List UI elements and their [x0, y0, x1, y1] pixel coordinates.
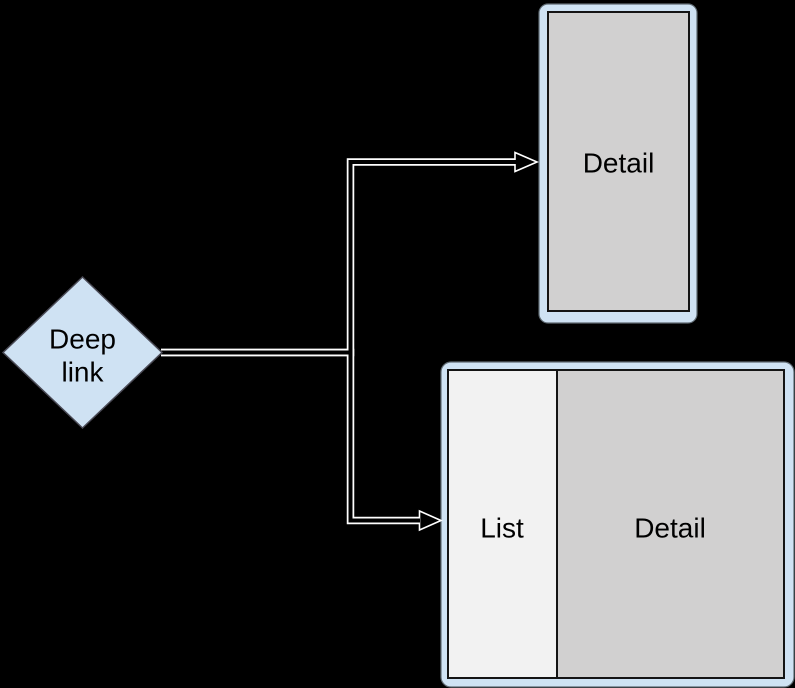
deep-link-label-line2: link — [61, 357, 104, 388]
connectors — [161, 151, 540, 532]
deep-link-node — [1, 275, 164, 430]
detail-screen-label: Detail — [583, 148, 655, 179]
detail-pane-label: Detail — [634, 513, 706, 544]
deep-link-node-group: Deep link — [1, 275, 164, 430]
detail-screen: Detail — [538, 3, 698, 324]
connector-to-list-detail-core — [161, 350, 420, 523]
detail-screen-content — [547, 11, 690, 312]
connector-to-detail-core — [161, 160, 516, 355]
connector-to-list-detail-outline — [161, 348, 420, 525]
arrowhead-to-detail — [514, 151, 540, 173]
list-pane-label: List — [480, 513, 524, 544]
arrowhead-to-list-detail — [418, 509, 443, 532]
list-detail-screen-border — [447, 369, 785, 679]
list-detail-screen: List Detail — [440, 361, 795, 688]
connector-to-detail-outline — [161, 158, 516, 357]
list-pane — [448, 370, 557, 678]
deep-link-label-line1: Deep — [49, 324, 116, 355]
detail-pane — [557, 370, 784, 678]
